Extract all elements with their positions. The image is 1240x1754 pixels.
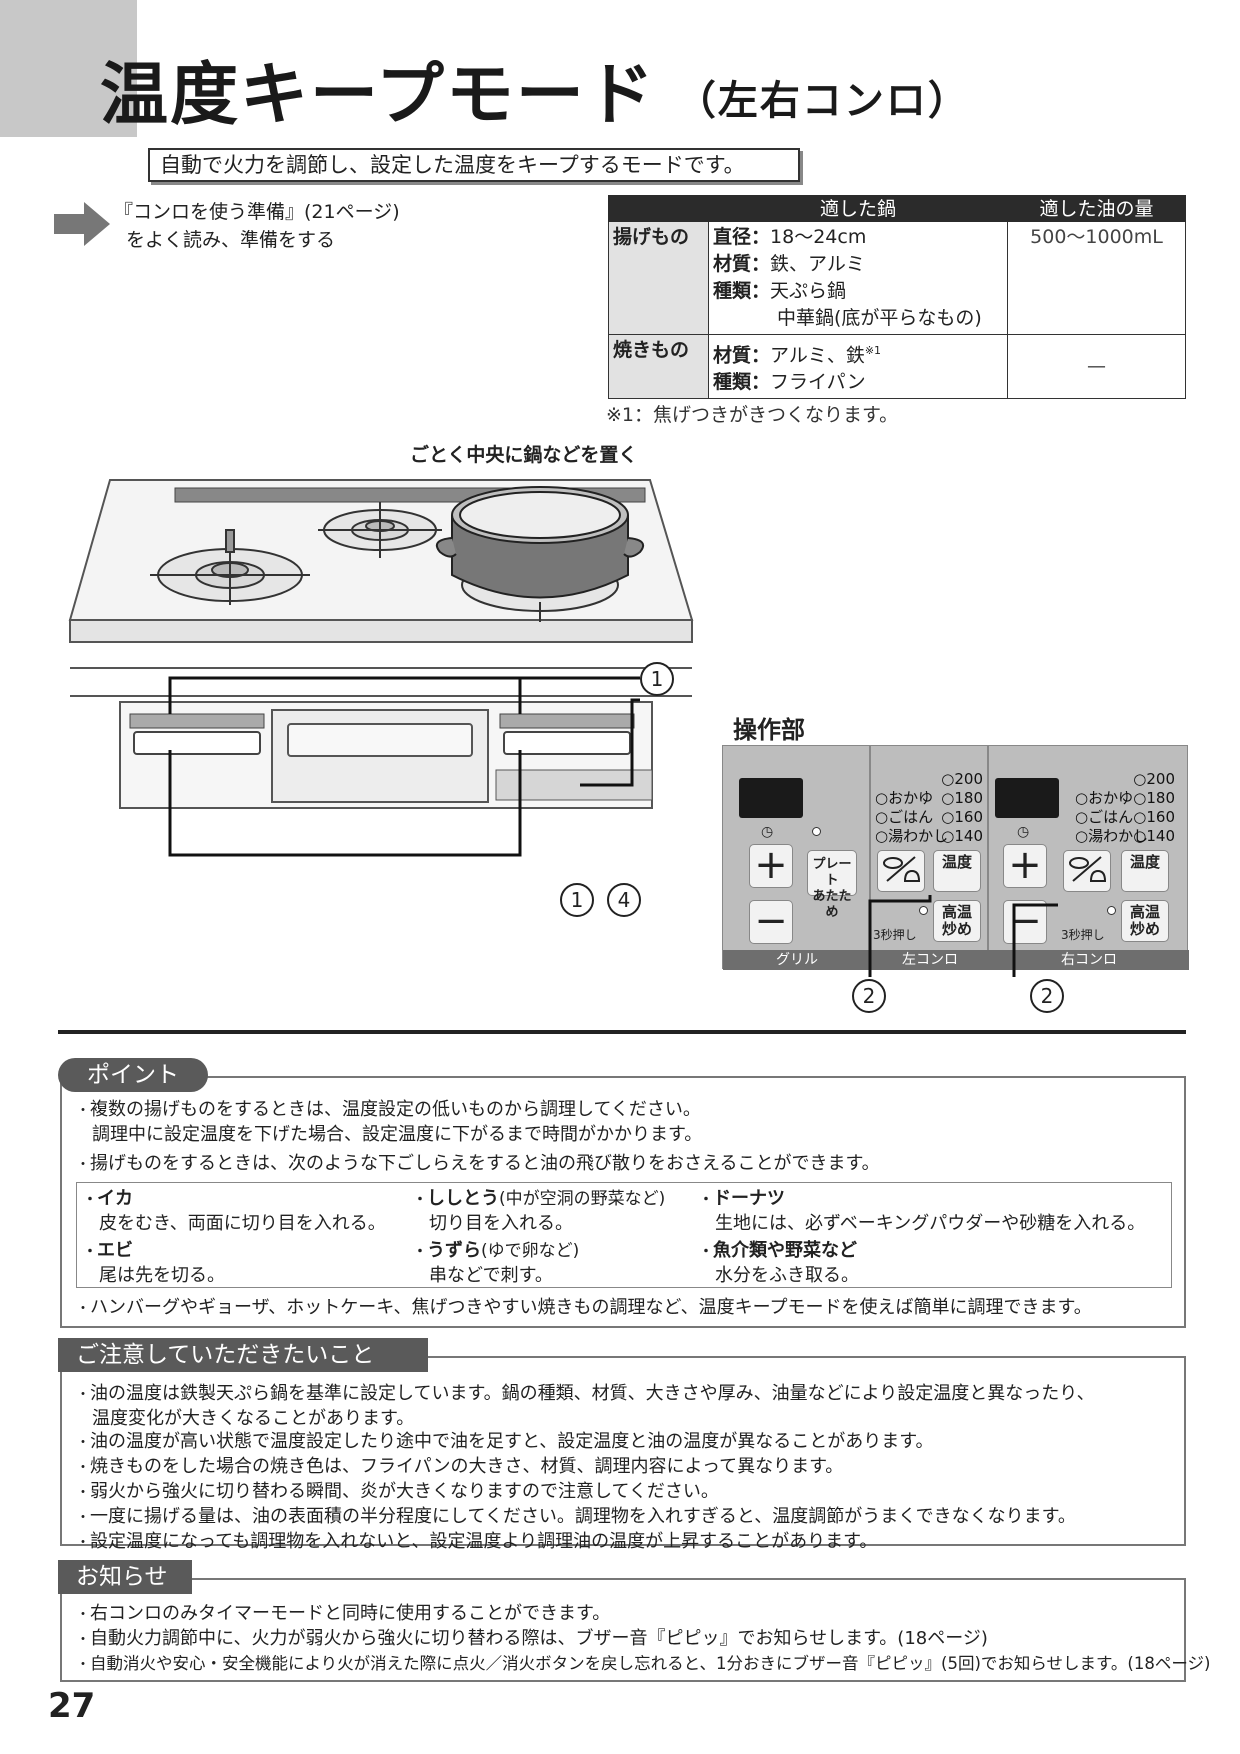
notice-tag: お知らせ — [58, 1560, 192, 1594]
plate-warm-button[interactable]: プレート あたため — [807, 850, 857, 920]
left-high-temp-button[interactable]: 高温 炒め — [933, 900, 981, 942]
left-burner-label: 左コンロ — [871, 950, 989, 970]
prep-note-line2: をよく読み、準備をする — [126, 229, 336, 251]
table-row: 焼きもの 材質：アルミ、鉄※1 種類：フライパン — — [608, 333, 1186, 400]
caution-box: 油の温度は鉄製天ぷら鍋を基準に設定しています。鍋の種類、材質、大きさや厚み、油量… — [60, 1356, 1186, 1552]
oil-amount-grill: — — [1007, 333, 1186, 400]
caution-item: 弱火から強火に切り替わる瞬間、炎が大きくなりますので注意してください。 — [70, 1480, 1095, 1505]
grill-timer-display — [739, 778, 803, 818]
pot-kettle-icon — [883, 856, 921, 882]
auto-cook-button[interactable] — [1063, 850, 1111, 892]
grill-led — [812, 827, 821, 836]
panel-label: 操作部 — [733, 716, 805, 744]
notice-item: 右コンロのみタイマーモードと同時に使用することができます。 — [70, 1602, 1210, 1627]
notice-item: 自動消火や安心・安全機能により火が消えた際に点火／消火ボタンを戻し忘れると、1分… — [70, 1652, 1210, 1677]
caution-tag: ご注意していただきたいこと — [58, 1338, 428, 1372]
pot-spec-fry: 直径：18〜24cm 材質：鉄、アルミ 種類：天ぷら鍋 中華鍋(底が平らなもの) — [708, 221, 1008, 335]
table-row: 揚げもの 直径：18〜24cm 材質：鉄、アルミ 種類：天ぷら鍋 中華鍋(底が平… — [608, 221, 1186, 335]
prep-note-line1: 『コンロを使う準備』(21ページ) — [114, 201, 400, 223]
cook-mode-list: ○おかゆ ○ごはん ○湯わかし — [875, 789, 949, 845]
grill-plus-button[interactable]: + — [749, 844, 793, 888]
pot-category-fry: 揚げもの — [608, 221, 709, 335]
point-tag: ポイント — [58, 1058, 208, 1092]
callout-1-top: 1 — [640, 662, 674, 696]
prep-note: 『コンロを使う準備』(21ページ) をよく読み、準備をする — [114, 198, 400, 254]
caution-item: 焼きものをした場合の焼き色は、フライパンの大きさ、材質、調理内容によって異なりま… — [70, 1455, 1095, 1480]
point-item: ハンバーグやギョーザ、ホットケーキ、焦げつきやすい焼きもの調理など、温度キープモ… — [70, 1296, 1092, 1321]
callout-2-left: 2 — [852, 979, 886, 1013]
place-pot-caption: ごとく中央に鍋などを置く — [410, 444, 638, 466]
grill-section: ◷ + − プレート あたため — [723, 746, 871, 950]
pot-category-grill: 焼きもの — [608, 333, 709, 400]
point-box: 複数の揚げものをするときは、温度設定の低いものから調理してください。調理中に設定… — [60, 1076, 1186, 1328]
left-burner — [150, 529, 310, 605]
right-temp-button[interactable]: 温度 — [1121, 850, 1169, 892]
callout-1-bottom: 1 — [560, 883, 594, 917]
caution-item: 一度に揚げる量は、油の表面積の半分程度にしてください。調理物を入れすぎると、温度… — [70, 1505, 1095, 1530]
callout-2-right: 2 — [1030, 979, 1064, 1013]
back-burner — [318, 502, 442, 558]
right-high-temp-button[interactable]: 高温 炒め — [1121, 900, 1169, 942]
page-title-main: 温度キープモード — [100, 56, 656, 135]
stove-illustration — [68, 479, 694, 857]
oil-amount-fry: 500〜1000mL — [1007, 221, 1186, 335]
right-burner-section: ◷ ○200 ○180 ○160 ○140 ○おかゆ ○ごはん ○湯わかし + … — [989, 746, 1189, 950]
clock-icon: ◷ — [1017, 824, 1030, 840]
temp-level-list: ○200 ○180 ○160 ○140 — [1133, 770, 1175, 845]
pot-spec-grill: 材質：アルミ、鉄※1 種類：フライパン — [708, 333, 1008, 400]
caution-item: 油の温度が高い状態で温度設定したり途中で油を足すと、設定温度と油の温度が異なるこ… — [70, 1430, 1095, 1455]
page-number: 27 — [48, 1686, 96, 1726]
section-divider — [58, 1030, 1186, 1034]
caution-item: 油の温度は鉄製天ぷら鍋を基準に設定しています。鍋の種類、材質、大きさや厚み、油量… — [70, 1382, 1095, 1430]
lead-text: 自動で火力を調節し、設定した温度をキープするモードです。 — [148, 148, 800, 182]
right-burner-label: 右コンロ — [989, 950, 1189, 970]
pot-table-header-pot: 適した鍋 — [708, 195, 1008, 222]
caution-item: 設定温度になっても調理物を入れないと、設定温度より調理油の温度が上昇することがあ… — [70, 1530, 1095, 1555]
tip-quail: うずら(ゆで卵など)串などで刺す。 — [413, 1239, 579, 1287]
pot — [436, 486, 644, 599]
right-high-temp-led — [1107, 906, 1116, 915]
press-3s-label: 3秒押し — [1061, 928, 1105, 942]
footnote: ※1：焦げつきがきつくなります。 — [606, 404, 899, 426]
notice-box: 右コンロのみタイマーモードと同時に使用することができます。 自動火力調節中に、火… — [60, 1578, 1210, 1682]
page-title: 温度キープモード （左右コンロ） — [100, 56, 970, 141]
left-high-temp-led — [919, 906, 928, 915]
notice-item: 自動火力調節中に、火力が弱火から強火に切り替わる際は、ブザー音『ピピッ』でお知ら… — [70, 1627, 1210, 1652]
right-plus-button[interactable]: + — [1003, 844, 1047, 888]
callout-2-leaders — [868, 895, 1058, 977]
grill-minus-button[interactable]: − — [749, 900, 793, 944]
point-item: 揚げものをするときは、次のような下ごしらえをすると油の飛び散りをおさえることがで… — [70, 1152, 880, 1177]
pot-table: 適した鍋 適した油の量 揚げもの 直径：18〜24cm 材質：鉄、アルミ 種類：… — [608, 195, 1186, 400]
pot-kettle-icon — [1069, 856, 1107, 882]
control-panel: ◷ + − プレート あたため グリル ○200 ○180 ○160 ○140 … — [722, 745, 1189, 970]
left-burner-section: ○200 ○180 ○160 ○140 ○おかゆ ○ごはん ○湯わかし 温度 3… — [871, 746, 989, 950]
auto-cook-button[interactable] — [877, 850, 925, 892]
page-title-sub: （左右コンロ） — [675, 78, 970, 124]
press-3s-label: 3秒押し — [873, 928, 917, 942]
grill-label: グリル — [723, 950, 871, 970]
pot-table-corner — [608, 195, 709, 222]
callout-4: 4 — [607, 883, 641, 917]
cook-mode-list: ○おかゆ ○ごはん ○湯わかし — [1075, 789, 1149, 845]
right-timer-display — [995, 778, 1059, 818]
left-temp-button[interactable]: 温度 — [933, 850, 981, 892]
clock-icon: ◷ — [761, 824, 774, 840]
corner-tab — [0, 0, 137, 137]
point-item: 複数の揚げものをするときは、温度設定の低いものから調理してください。調理中に設定… — [70, 1098, 880, 1146]
arrow-right-icon — [54, 202, 110, 246]
pot-table-header-oil: 適した油の量 — [1007, 195, 1186, 222]
tip-shishito: ししとう(中が空洞の野菜など)切り目を入れる。 — [413, 1187, 665, 1235]
temp-level-list: ○200 ○180 ○160 ○140 — [941, 770, 983, 845]
